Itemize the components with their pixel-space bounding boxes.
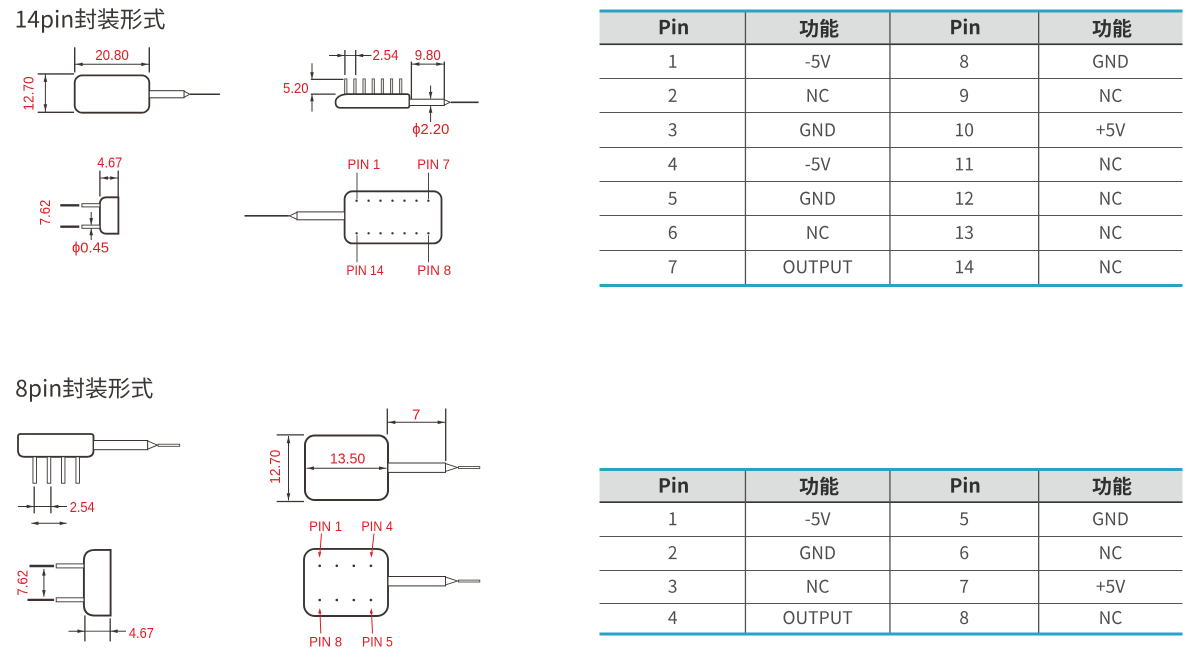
svg-text:2.54: 2.54 [70, 499, 95, 516]
svg-text:9.80: 9.80 [415, 47, 441, 64]
svg-text:20.80: 20.80 [95, 47, 129, 64]
svg-text:5.20: 5.20 [283, 80, 309, 97]
svg-text:PIN 5: PIN 5 [362, 633, 393, 649]
svg-text:7.62: 7.62 [14, 570, 31, 596]
svg-text:PIN 8: PIN 8 [417, 262, 451, 278]
svg-text:ϕ2.20: ϕ2.20 [412, 121, 449, 138]
svg-text:PIN 8: PIN 8 [309, 633, 342, 649]
svg-text:4.67: 4.67 [129, 625, 154, 642]
svg-text:PIN 1: PIN 1 [348, 156, 381, 172]
svg-text:12.70: 12.70 [267, 450, 284, 484]
svg-text:7: 7 [412, 407, 420, 424]
svg-text:13.50: 13.50 [330, 451, 365, 468]
svg-text:PIN 1: PIN 1 [309, 518, 342, 534]
svg-text:12.70: 12.70 [21, 76, 38, 110]
svg-text:PIN 14: PIN 14 [346, 262, 383, 278]
svg-text:PIN 7: PIN 7 [417, 156, 450, 172]
svg-text:7.62: 7.62 [37, 200, 54, 225]
svg-text:PIN 4: PIN 4 [361, 518, 393, 534]
svg-text:2.54: 2.54 [373, 47, 399, 64]
svg-text:ϕ0.45: ϕ0.45 [72, 240, 109, 257]
svg-text:4.67: 4.67 [97, 155, 122, 172]
